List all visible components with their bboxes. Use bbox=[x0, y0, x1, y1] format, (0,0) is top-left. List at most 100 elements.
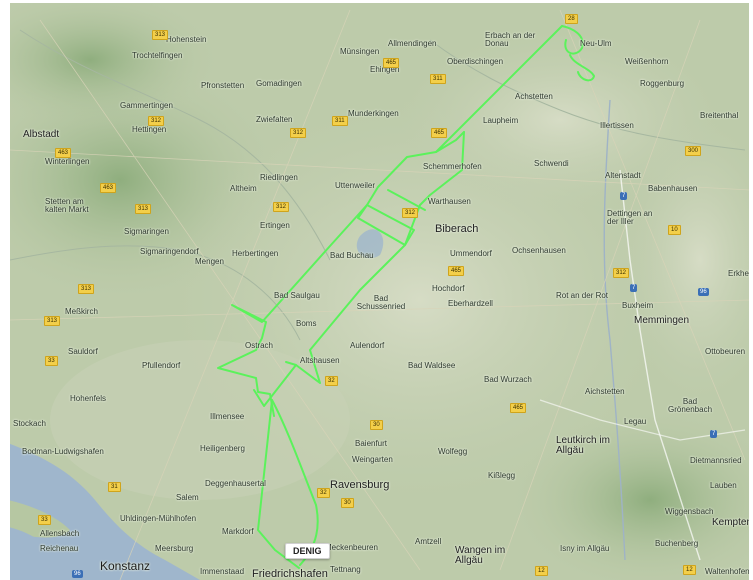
place-label: Neu-Ulm bbox=[580, 39, 612, 48]
place-label: Munderkingen bbox=[348, 109, 399, 118]
place-label: Bad Grönenbach bbox=[667, 397, 713, 414]
place-label: Altenstadt bbox=[605, 171, 641, 180]
place-label: Schemmerhofen bbox=[423, 162, 482, 171]
place-label: Kißlegg bbox=[488, 471, 516, 480]
place-label: Allensbach bbox=[40, 529, 80, 538]
place-label: Altshausen bbox=[300, 356, 340, 365]
road-shield: 463 bbox=[100, 183, 117, 193]
place-label: Schwendi bbox=[534, 159, 569, 168]
place-label: Albstadt bbox=[23, 129, 60, 140]
place-label: Bad Waldsee bbox=[408, 361, 456, 370]
place-label: Aulendorf bbox=[350, 341, 385, 350]
place-label: Zwiefalten bbox=[256, 115, 293, 124]
place-label: Rot an der Rot bbox=[556, 291, 609, 300]
place-label: Allmendingen bbox=[388, 39, 437, 48]
place-label: Bad Schussenried bbox=[356, 294, 406, 311]
place-label: Ostrach bbox=[245, 341, 274, 350]
place-label: Babenhausen bbox=[648, 184, 698, 193]
place-label: Baienfurt bbox=[355, 439, 388, 448]
place-label: Wiggensbach bbox=[665, 507, 714, 516]
place-label: Bodman-Ludwigshafen bbox=[22, 447, 104, 456]
road-shield: 312 bbox=[402, 208, 419, 218]
place-label: Kempten bbox=[712, 517, 753, 528]
place-label: Pfronstetten bbox=[201, 81, 245, 90]
road-shield: 312 bbox=[290, 128, 307, 138]
place-label: Meßkirch bbox=[65, 307, 98, 316]
place-label: Konstanz bbox=[100, 559, 151, 573]
road-shield: 312 bbox=[148, 116, 165, 126]
place-label: Hohenstein bbox=[166, 35, 207, 44]
place-label: Markdorf bbox=[222, 527, 254, 536]
place-label: Ravensburg bbox=[330, 479, 390, 491]
place-label: Immenstaad bbox=[200, 567, 245, 576]
road-shield: 31 bbox=[108, 482, 121, 492]
place-label: Friedrichshafen bbox=[252, 568, 328, 580]
place-label: Sigmaringen bbox=[124, 227, 169, 236]
road-shield: 312 bbox=[613, 268, 630, 278]
place-label: Hochdorf bbox=[432, 284, 465, 293]
place-label: Oberdischingen bbox=[447, 57, 504, 66]
place-label: Warthausen bbox=[428, 197, 471, 206]
place-label: Lauben bbox=[710, 481, 737, 490]
place-label: Ochsenhausen bbox=[512, 246, 566, 255]
right-border bbox=[749, 0, 753, 580]
place-label: Leutkirch im Allgäu bbox=[556, 435, 610, 456]
place-label: Laupheim bbox=[483, 116, 519, 125]
motorway-shield: 7 bbox=[630, 284, 638, 292]
place-label: Uhldingen-Mühlhofen bbox=[120, 514, 197, 523]
road-shield: 311 bbox=[332, 116, 348, 126]
place-label: Weingarten bbox=[352, 455, 393, 464]
road-shield: 28 bbox=[565, 14, 578, 24]
top-border bbox=[0, 0, 753, 3]
place-label: Legau bbox=[624, 417, 647, 426]
place-label: Breitenthal bbox=[700, 111, 739, 120]
motorway-shield: 96 bbox=[72, 570, 83, 578]
place-label: Deggenhausertal bbox=[205, 479, 266, 488]
road-shield: 32 bbox=[325, 376, 338, 386]
place-label: Winterlingen bbox=[45, 157, 90, 166]
place-label: Reichenau bbox=[40, 544, 79, 553]
place-label: Ummendorf bbox=[450, 249, 492, 258]
place-label: Uttenweiler bbox=[335, 181, 376, 190]
road-shield: 30 bbox=[341, 498, 354, 508]
place-label: Ehingen bbox=[370, 65, 400, 74]
place-label: Pfullendorf bbox=[142, 361, 181, 370]
road-shield: 313 bbox=[135, 204, 152, 214]
place-label: Münsingen bbox=[340, 47, 380, 56]
road-shield: 32 bbox=[317, 488, 330, 498]
road-shield: 313 bbox=[78, 284, 95, 294]
flight-callsign-label[interactable]: DENIG bbox=[285, 543, 330, 559]
place-label: Amtzell bbox=[415, 537, 442, 546]
place-label: Weißenhorn bbox=[625, 57, 669, 66]
place-label: Erkheim bbox=[728, 269, 753, 278]
place-label: Aichstetten bbox=[585, 387, 625, 396]
place-label: Roggenburg bbox=[640, 79, 685, 88]
place-label: Sigmaringendorf bbox=[140, 247, 199, 256]
motorway-shield: 96 bbox=[698, 288, 709, 296]
road-shield: 30 bbox=[370, 420, 383, 430]
road-shield: 10 bbox=[668, 225, 681, 235]
place-label: Illmensee bbox=[210, 412, 245, 421]
road-shield: 12 bbox=[535, 566, 548, 576]
road-shield: 33 bbox=[38, 515, 51, 525]
place-label: Mengen bbox=[195, 257, 224, 266]
place-label: Meckenbeuren bbox=[325, 543, 378, 552]
place-label: Salem bbox=[176, 493, 199, 502]
place-label: Wangen im Allgäu bbox=[455, 545, 506, 566]
road-shield: 33 bbox=[45, 356, 58, 366]
left-border bbox=[0, 0, 10, 580]
place-label: Hohenfels bbox=[70, 394, 107, 403]
place-label: Herbertingen bbox=[232, 249, 279, 258]
motorway-shield: 7 bbox=[620, 192, 628, 200]
place-label: Tettnang bbox=[330, 565, 361, 574]
place-label: Sauldorf bbox=[68, 347, 98, 356]
place-label: Ertingen bbox=[260, 221, 290, 230]
place-label: Stetten am kalten Markt bbox=[45, 197, 89, 214]
place-label: Illertissen bbox=[600, 121, 634, 130]
place-label: Buxheim bbox=[622, 301, 654, 310]
place-label: Bad Saulgau bbox=[274, 291, 320, 300]
place-label: Biberach bbox=[435, 223, 479, 235]
